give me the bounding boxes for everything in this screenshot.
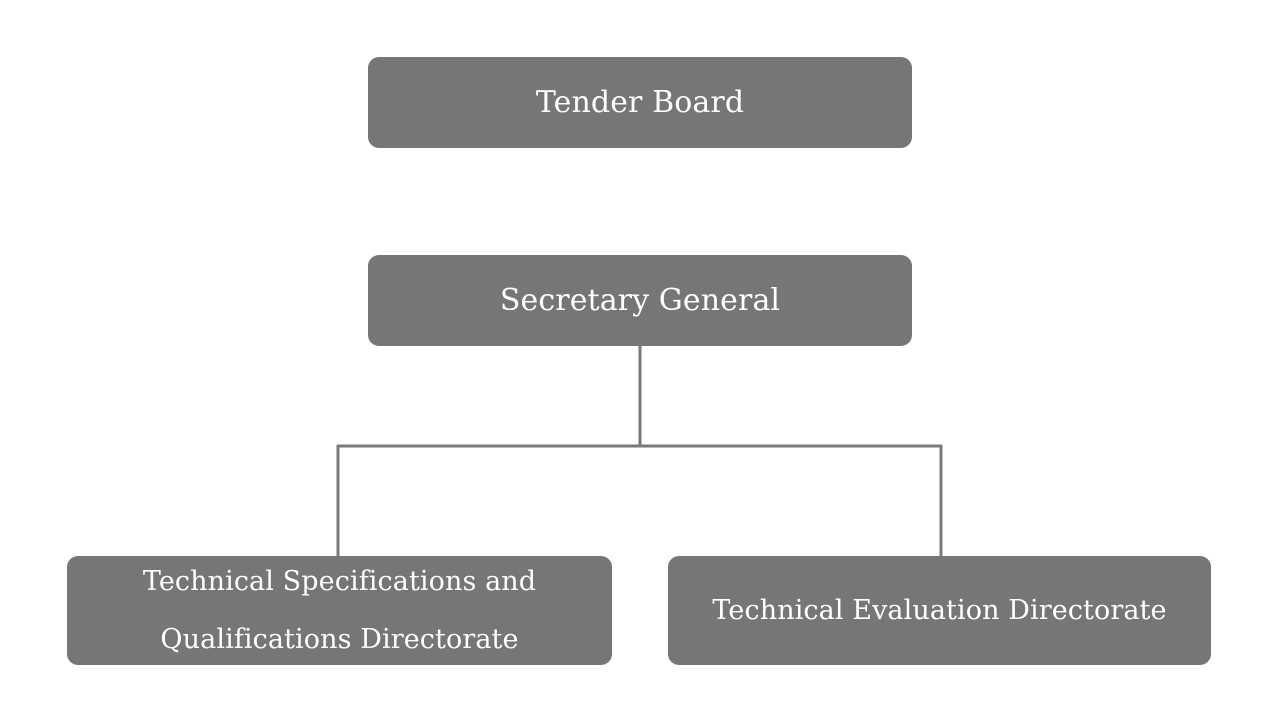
org-node-tech-eval-directorate[interactable]: Technical Evaluation Directorate [668,556,1211,665]
org-node-tech-spec-directorate-label-line2: Qualifications Directorate [160,623,519,655]
org-node-tech-spec-directorate[interactable]: Technical Specifications and Qualificati… [67,556,612,665]
org-node-secretary-general[interactable]: Secretary General [368,255,912,346]
org-node-tech-spec-directorate-label-line1: Technical Specifications and [142,565,537,597]
org-node-secretary-general-label: Secretary General [499,282,781,318]
org-node-tech-eval-directorate-label: Technical Evaluation Directorate [712,594,1167,626]
org-node-tender-board-label: Tender Board [535,84,745,120]
org-node-tender-board[interactable]: Tender Board [368,57,912,148]
